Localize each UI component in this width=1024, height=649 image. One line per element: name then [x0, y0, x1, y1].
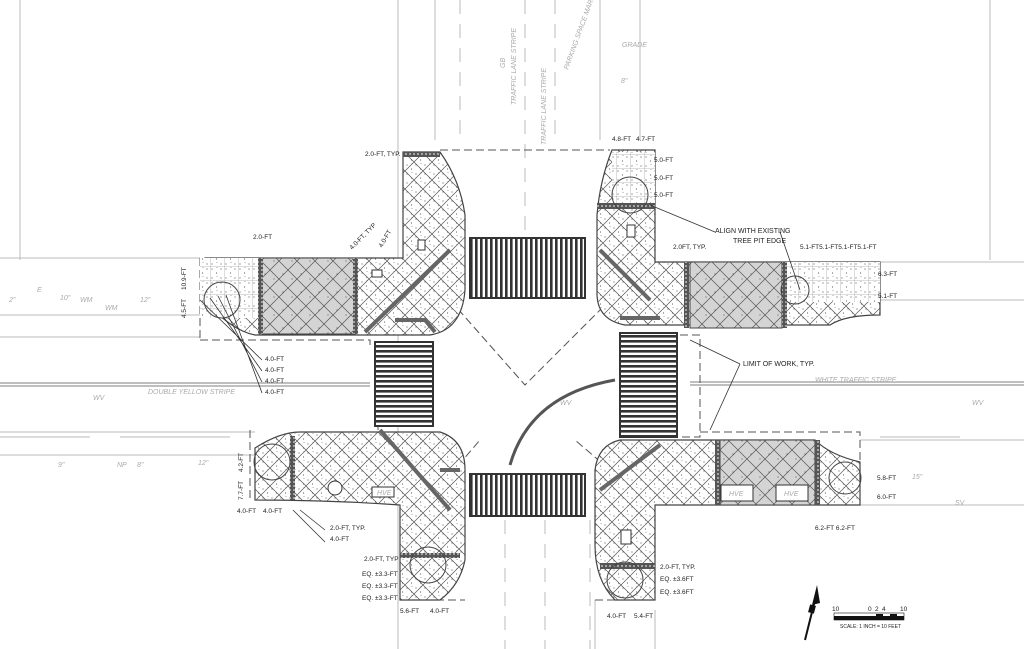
dim-label: 4.8-FT [612, 136, 631, 143]
dim-label: 4.0-FT [265, 356, 284, 363]
dim-label: 6.3-FT [878, 271, 897, 278]
dim-label: 5.8-FT [877, 475, 896, 482]
dim-label: EQ. ±3.6FT [660, 576, 694, 583]
dim-label: 2.0FT, TYP. [673, 244, 707, 251]
crosswalk-east [619, 332, 678, 438]
dim-label: 2.0-FT, TYP. [660, 564, 696, 571]
dim-label: 6.0-FT [877, 494, 896, 501]
limit-of-work-lines [199, 149, 861, 601]
crosswalk-south [469, 473, 586, 517]
scale-tick: 2 [875, 606, 879, 613]
dim-label: 5.1-FT5.1-FT5.1-FT5.1-FT [800, 244, 877, 251]
dim-label: 4.0-FT [330, 536, 349, 543]
dim-label: 5.0-FT [654, 175, 673, 182]
scale-label: SCALE: 1 INCH = 10 FEET [840, 624, 901, 630]
dim-label: 4.7-FT [636, 136, 655, 143]
scale-tick: 0 [868, 606, 872, 613]
size-label: 10" [60, 295, 71, 302]
crosswalk-north [469, 237, 586, 299]
align-note: ALIGN WITH EXISTING [715, 228, 790, 235]
plaza-northeast [596, 149, 881, 329]
dim-label: 4.2-FT [238, 453, 245, 472]
dim-label: 5.4-FT [634, 613, 653, 620]
dim-label: 4.0-FT [263, 508, 282, 515]
dim-label: 4.0-FT [265, 389, 284, 396]
street-note: PARKING SPACE MARK, TYPICAL [563, 0, 608, 71]
valve-label: WV [560, 400, 573, 407]
dim-label: 2.0-FT, TYP. [330, 525, 366, 532]
size-label: 12" [140, 297, 151, 304]
size-label: 9" [58, 462, 65, 469]
stripe-note: WHITE TRAFFIC STRIPE [815, 377, 897, 384]
dim-label: EQ. ±3.3-FT [362, 571, 398, 578]
sign-label: SV [955, 500, 966, 507]
dim-label: 4.0-FT [430, 608, 449, 615]
hve-label: HVE [377, 490, 392, 497]
dim-label: 4.0-FT [265, 378, 284, 385]
dim-label: 5.0-FT [654, 192, 673, 199]
dim-label: EQ. ±3.6FT [660, 589, 694, 596]
dim-label: 5.6-FT [400, 608, 419, 615]
sign-label: E [37, 287, 42, 294]
dim-label: 4.0-FT [265, 367, 284, 374]
dim-label: 7.7-FT [238, 481, 245, 500]
street-note: TRAFFIC LANE STRIPE [511, 28, 518, 105]
dim-label: 5.0-FT [654, 157, 673, 164]
scale-bar: 10 0 2 4 10 SCALE: 1 INCH = 10 FEET [832, 606, 908, 630]
plaza-northwest [200, 151, 466, 336]
hve-label: HVE [784, 491, 799, 498]
crosswalk-west [374, 341, 434, 427]
dim-label: EQ. ±3.3-FT [362, 583, 398, 590]
size-label: 2" [8, 297, 16, 304]
scale-tick: 10 [832, 606, 840, 613]
street-note: TRAFFIC LANE STRIPE [541, 68, 548, 145]
align-note: TREE PIT EDGE [733, 238, 786, 245]
street-note: GB [500, 58, 507, 68]
dim-label: 5.1-FT [878, 293, 897, 300]
street-note: GRADE [622, 42, 647, 49]
scale-tick: 10 [900, 606, 908, 613]
valve-label: WV [93, 395, 106, 402]
meter-label: WM [105, 305, 118, 312]
meter-label: WM [80, 297, 93, 304]
dim-label: 6.2-FT 6.2-FT [815, 525, 855, 532]
size-label: 12" [198, 460, 209, 467]
size-label: 8" [621, 78, 628, 85]
size-label: 15" [912, 474, 923, 481]
limit-of-work-note: LIMIT OF WORK, TYP. [743, 361, 815, 368]
plaza-southeast: HVE HVE [594, 439, 862, 601]
valve-label: WV [972, 400, 985, 407]
dim-label: 4.0-FT [237, 508, 256, 515]
dim-label: 10.9-FT [181, 267, 188, 290]
dim-label: 4.5-FT [181, 299, 188, 318]
dim-label: 2.0-FT, TYP. [365, 151, 401, 158]
dim-label: 2.0-FT, TYP [364, 556, 399, 563]
sign-label: NP [117, 462, 127, 469]
dim-label: 4.0-FT, TYP [348, 222, 377, 251]
turn-curve [508, 378, 616, 466]
dim-label: 2.0-FT [253, 234, 272, 241]
hve-label: HVE [729, 491, 744, 498]
dim-label: EQ. ±3.3-FT [362, 595, 398, 602]
dim-label: 4.0-FT [378, 229, 394, 249]
dim-label: 4.0-FT [607, 613, 626, 620]
north-arrow-icon [804, 585, 820, 641]
scale-tick: 4 [882, 606, 886, 613]
stripe-note: DOUBLE YELLOW STRIPE [148, 389, 235, 396]
plaza-southwest: HVE [253, 428, 466, 601]
size-label: 8" [137, 462, 144, 469]
